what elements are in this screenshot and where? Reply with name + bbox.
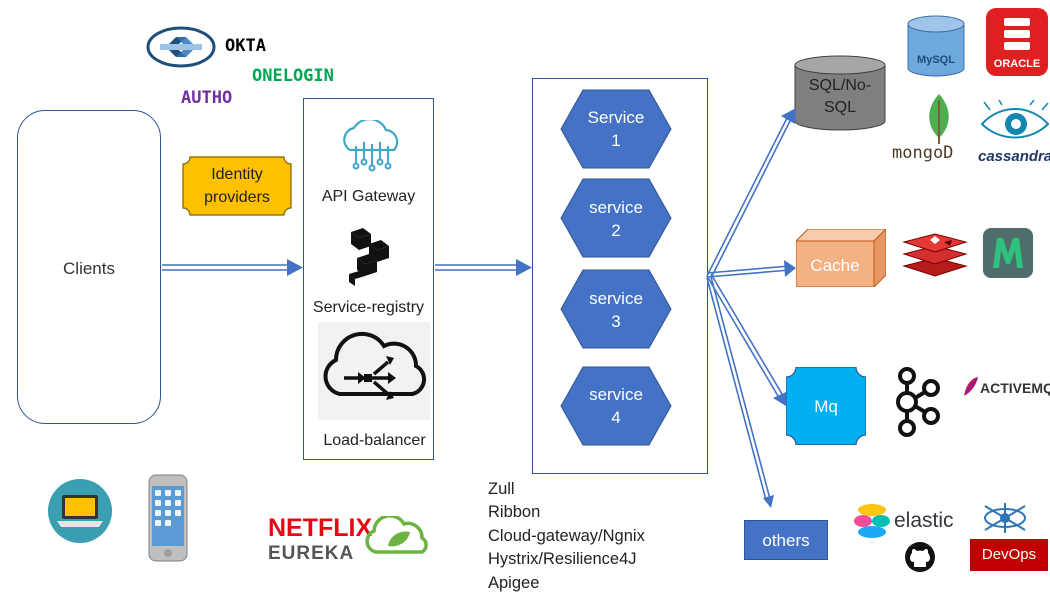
devops-logo-icon bbox=[980, 502, 1030, 534]
devops-badge bbox=[970, 539, 1048, 571]
cache-cube-icon bbox=[794, 227, 888, 289]
github-logo-icon bbox=[904, 541, 936, 573]
service-2-hexagon bbox=[560, 178, 672, 258]
mongodb-leaf-icon bbox=[922, 94, 956, 144]
load-balancer-cloud-icon bbox=[318, 322, 430, 420]
eureka-logo-text: EUREKA bbox=[268, 543, 355, 564]
autho-text: AUTHO bbox=[181, 88, 233, 108]
tool-item: Ribbon bbox=[488, 503, 541, 522]
mysql-logo-icon: MySQL bbox=[904, 14, 968, 78]
activemq-logo-text: ACTIVEMQ bbox=[980, 380, 1050, 396]
service-4-hexagon bbox=[560, 366, 672, 446]
others-box bbox=[744, 520, 828, 560]
tool-item: Apigee bbox=[488, 573, 540, 592]
tool-item: Hystrix/Resilience4J bbox=[488, 550, 637, 569]
laptop-icon bbox=[47, 478, 113, 544]
clients-box bbox=[17, 110, 161, 424]
arrow-to-mq bbox=[706, 275, 779, 397]
activemq-feather-icon bbox=[962, 376, 980, 398]
load-balancer-label: Load-balancer bbox=[323, 432, 426, 449]
redis-logo-icon bbox=[902, 228, 968, 280]
tool-item: Cloud-gateway/Ngnix bbox=[488, 526, 645, 545]
mongodb-logo-text: mongoD bbox=[892, 143, 954, 163]
arrow-to-others bbox=[706, 277, 767, 501]
mq-box bbox=[785, 366, 867, 446]
cassandra-logo-text: cassandra bbox=[978, 148, 1050, 165]
identity-providers-line2: providers bbox=[204, 189, 270, 206]
api-gateway-label: API Gateway bbox=[321, 188, 416, 205]
kafka-logo-icon bbox=[893, 366, 941, 438]
identity-providers-line1: Identity bbox=[211, 166, 263, 183]
mq-label: Mq bbox=[814, 397, 838, 416]
database-label: SQL/No- SQL bbox=[808, 77, 872, 116]
tools-list: Zull Ribbon Cloud-gateway/Ngnix Hystrix/… bbox=[488, 478, 645, 595]
onelogin-text: ONELOGIN bbox=[252, 66, 334, 86]
elastic-logo-icon bbox=[854, 503, 890, 539]
spring-cloud-icon bbox=[364, 514, 432, 556]
okta-logo-icon bbox=[146, 26, 216, 68]
okta-text: OKTA bbox=[225, 36, 266, 56]
memcached-logo-icon bbox=[983, 228, 1033, 278]
netflix-logo-text: NETFLIX bbox=[268, 514, 373, 542]
others-label: others bbox=[762, 531, 810, 550]
service-registry-icon bbox=[345, 226, 395, 288]
arrow-to-cache bbox=[706, 265, 791, 274]
oracle-logo-icon: ORACLE bbox=[986, 8, 1048, 76]
identity-providers-shape: Identity providers bbox=[182, 156, 292, 216]
devops-logo-text: DevOps bbox=[981, 546, 1037, 563]
cassandra-eye-icon bbox=[980, 99, 1050, 146]
arrow-to-database bbox=[706, 117, 788, 277]
tool-item: Zull bbox=[488, 480, 515, 498]
service-1-hexagon bbox=[560, 89, 672, 169]
cloud-api-icon bbox=[336, 118, 406, 172]
smartphone-icon bbox=[148, 474, 188, 562]
cache-label: Cache bbox=[810, 256, 860, 275]
service-3-hexagon bbox=[560, 269, 672, 349]
service-registry-label: Service-registry bbox=[312, 299, 425, 316]
elastic-logo-text: elastic bbox=[894, 509, 954, 532]
database-cylinder-icon bbox=[794, 55, 886, 131]
clients-label: Clients bbox=[63, 259, 115, 278]
